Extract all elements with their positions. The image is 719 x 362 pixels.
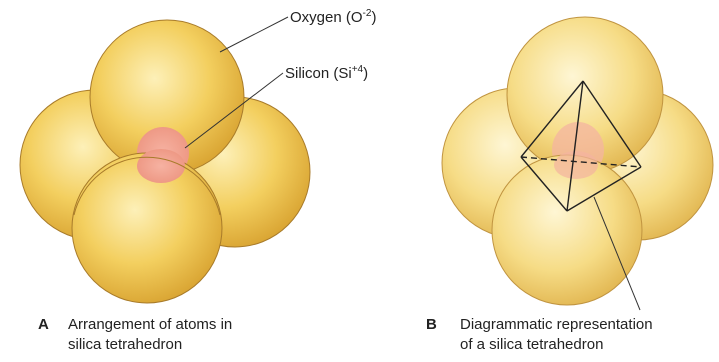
front-atom-rim <box>73 156 221 216</box>
panel-a-caption-line2: silica tetrahedron <box>68 336 183 353</box>
silicon-leader-line <box>184 72 284 149</box>
panel-b-caption-line2: of a silica tetrahedron <box>460 336 604 353</box>
panel-b-atoms <box>441 16 714 306</box>
silicon-label: Silicon (Si+4) <box>285 64 368 82</box>
silicon-atom-b-visible <box>554 151 598 179</box>
panel-b-caption-line1: Diagrammatic representation <box>460 316 653 333</box>
silicon-atom-visible-part <box>137 149 185 183</box>
panel-a-atoms <box>19 19 311 304</box>
panel-a-caption-line1: Arrangement of atoms in <box>68 316 233 333</box>
oxygen-leader-line <box>219 16 289 53</box>
oxygen-label: Oxygen (O-2) <box>290 8 376 26</box>
panel-a-letter: A <box>38 316 49 333</box>
panel-b-caption: B Diagrammatic representation of a silic… <box>426 315 716 359</box>
tetrahedron-leader-line <box>593 196 641 311</box>
tetrahedron-outline <box>520 80 642 212</box>
panel-b-letter: B <box>426 316 437 333</box>
panel-a-caption: A Arrangement of atoms in silica tetrahe… <box>38 315 338 359</box>
